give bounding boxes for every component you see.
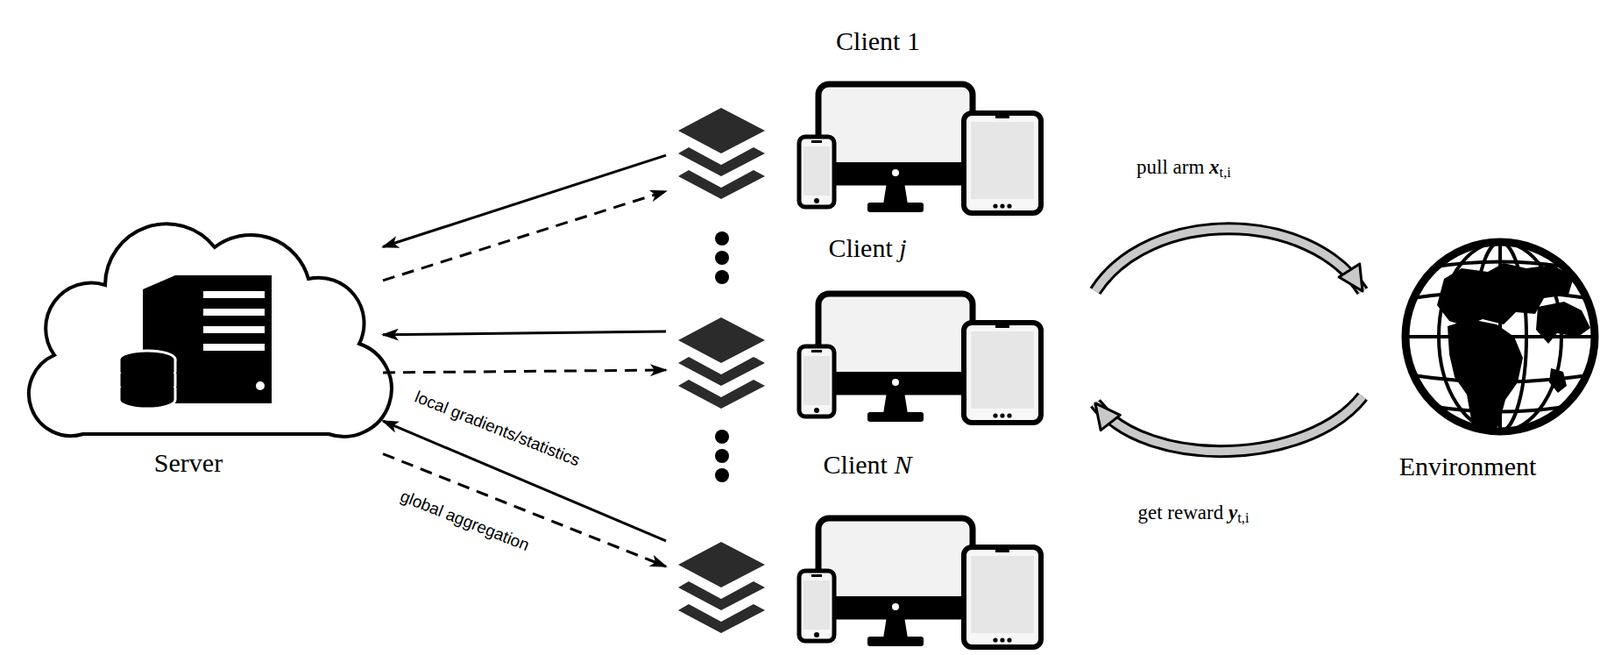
server-node: Server	[30, 223, 383, 482]
connector-arrow	[382, 369, 666, 373]
client-node: Client N	[665, 446, 1096, 653]
connector-arrow	[382, 453, 666, 567]
edge-label: global aggregation	[396, 485, 532, 555]
curved-arrow	[1095, 396, 1363, 452]
edge-label: pull arm xt,i	[1136, 155, 1232, 182]
client-node: Client 1	[665, 21, 1096, 220]
connector-arrow	[382, 191, 666, 281]
client-node: Client j	[665, 229, 1096, 428]
environment-node: Environment	[1362, 236, 1600, 491]
connector-arrow	[382, 155, 666, 247]
connector-arrow	[382, 331, 666, 335]
edge-label: local gradients/statistics	[411, 386, 583, 470]
node-label: Server	[154, 447, 223, 479]
node-label: Environment	[1399, 451, 1537, 482]
node-label: Client 1	[835, 26, 921, 57]
curved-arrow	[1095, 228, 1363, 291]
node-label: Client j	[828, 233, 907, 264]
edge-label: get reward yt,i	[1137, 500, 1249, 527]
node-label: Client N	[823, 449, 913, 481]
